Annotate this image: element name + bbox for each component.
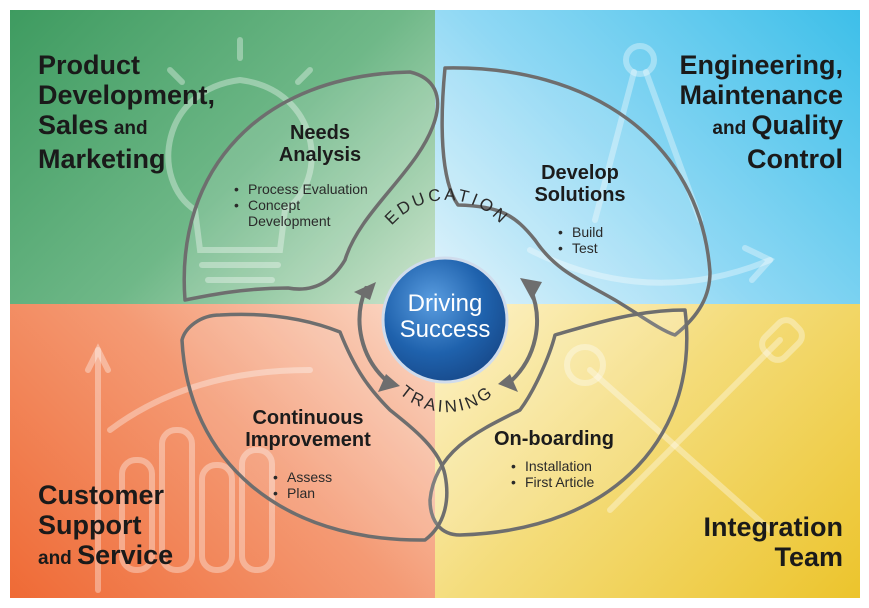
develop-solutions-list: •Build •Test [558,224,603,256]
title-line: Engineering, [679,50,843,80]
title-customer-support: Customer Support and Service [38,480,173,574]
petal-title-line: Solutions [534,184,626,206]
petal-continuous-improvement [180,312,449,542]
title-line: Development, [38,80,216,110]
list-item: •Build [558,224,604,240]
title-connector: and [38,548,78,569]
list-item-label: Assess [287,469,333,485]
list-item-label: Installation [525,458,592,474]
quadrant-engineering [435,10,860,304]
title-line: Marketing [38,144,166,174]
continuous-improvement-title: Continuous Improvement [228,407,388,451]
develop-solutions-title: Develop Solutions [525,162,635,206]
title-connector: and [712,118,752,139]
ring-arrow-right [508,286,539,384]
list-item-label: Plan [287,485,316,501]
petal-title-line: Improvement [245,429,371,451]
title-line: Sales [38,110,109,140]
center-label: Driving Success [385,291,505,343]
title-line: Maintenance [679,80,843,110]
title-line: Integration [703,512,844,542]
arrowhead-icon [378,374,400,392]
wrench-screwdriver-icon [564,317,805,533]
list-item: •Test [558,240,598,256]
list-item: •Process Evaluation [234,181,368,197]
title-engineering: Engineering, Maintenance and Quality Con… [679,50,843,174]
center-circle [381,256,509,384]
petal-title-line: Develop [541,162,619,184]
title-line: Product [38,50,141,80]
list-item-label: Test [572,240,598,256]
title-line: Control [747,144,843,174]
petal-on-boarding [428,308,689,537]
title-line: Customer [38,480,165,510]
title-connector: and [108,118,148,139]
list-item: •First Article [511,474,595,490]
petal-title-line: Continuous [252,407,364,429]
arrowhead-icon [354,282,376,300]
list-item: •Concept [234,197,301,213]
title-line: Quality [751,110,843,140]
quadrant-integration [435,304,860,598]
lightbulb-icon [165,37,315,283]
list-item: •Installation [511,458,592,474]
title-line: Support [38,510,142,540]
list-item-label: First Article [525,474,595,490]
arrowhead-icon [498,374,518,392]
title-product-development: Product Development, Sales and Marketing [38,50,215,174]
center-label-line: Success [399,316,491,343]
diagram-canvas: EDUCATION TRAINING Product Development, … [10,10,860,598]
list-item-label: Build [572,224,604,240]
svg-text:TRAINING: TRAINING [396,381,497,416]
arrowhead-icon [520,278,542,300]
petal-needs-analysis [182,70,440,302]
petal-title-line: On-boarding [494,428,614,450]
quadrant-customer-support [10,304,435,598]
title-line: Service [77,540,174,570]
petal-title-line: Analysis [278,144,362,166]
list-item-label: Development [248,213,331,229]
list-item-label: Concept [248,197,301,213]
needs-analysis-title: Needs Analysis [260,122,380,166]
cycle-diagram: EDUCATION TRAINING [85,37,805,593]
center-label-line: Driving [407,290,483,317]
ring-arrow-left [357,286,390,384]
title-integration-team: Integration Team [704,512,844,572]
title-line: Team [774,542,843,572]
list-item-label: Process Evaluation [248,181,368,197]
on-boarding-list: •Installation •First Article [511,458,594,490]
petal-develop-solutions [440,66,712,337]
ring-label-training: TRAINING [396,381,494,416]
continuous-improvement-list: •Assess •Plan [273,469,332,501]
list-item: •Plan [273,485,316,501]
list-item: •Assess [273,469,333,485]
list-item: Development [234,213,368,229]
bar-chart-icon [85,343,313,593]
needs-analysis-list: •Process Evaluation •Concept Development [234,181,368,229]
petal-title-line: Needs [289,122,351,144]
on-boarding-title: On-boarding [484,428,624,450]
